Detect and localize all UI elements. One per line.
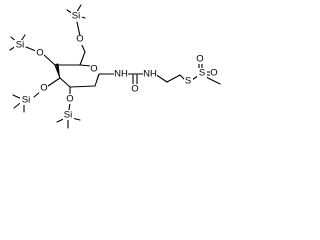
atom-o6: O: [76, 34, 83, 45]
atom-nh-1: NH: [114, 69, 128, 80]
atom-si-top: Si: [72, 11, 80, 22]
atom-si-bottom: Si: [64, 110, 72, 121]
chemical-structure: Si O Si O O NH NH S S O O O Si O O Si: [9, 4, 221, 129]
atom-si-bottom-left: Si: [22, 95, 30, 106]
atom-carbonyl-o: O: [131, 84, 138, 95]
atom-o2: O: [66, 94, 73, 105]
bond-lines: [9, 4, 221, 129]
atom-si-left: Si: [16, 40, 24, 51]
wedge-bonds: [55, 63, 100, 86]
atom-o4: O: [36, 48, 43, 59]
atom-nh-2: NH: [143, 69, 157, 80]
atom-sulfonyl-o-1: O: [196, 54, 203, 65]
atom-o3: O: [40, 83, 47, 94]
atom-o-ring: O: [90, 64, 97, 75]
atom-s-sulfonyl: S: [199, 68, 205, 79]
atom-s-thio: S: [185, 76, 191, 87]
atom-sulfonyl-o-2: O: [210, 68, 217, 79]
atom-labels: Si O Si O O NH NH S S O O O Si O O Si: [14, 11, 219, 121]
